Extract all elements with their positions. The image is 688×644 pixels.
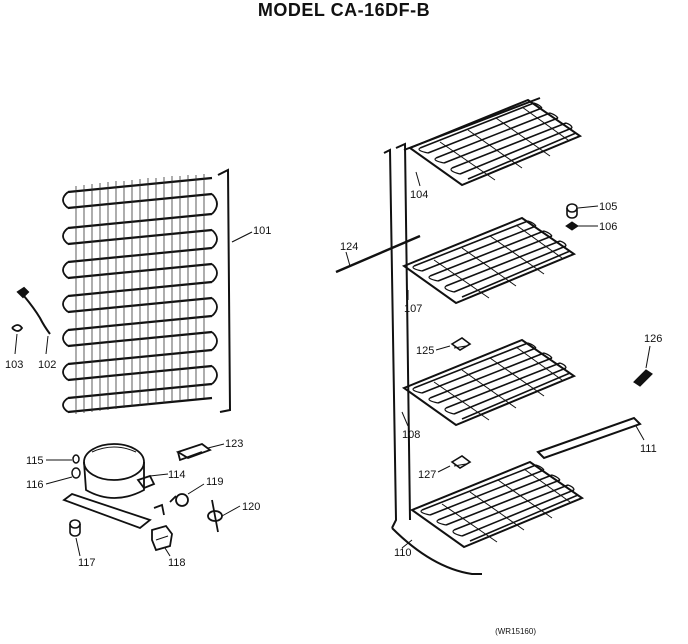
callout-101: 101 xyxy=(253,225,271,237)
evaporator-frame xyxy=(383,97,541,575)
grommet-115 xyxy=(72,454,80,464)
callout-119: 119 xyxy=(206,476,224,488)
mount-117 xyxy=(69,519,81,537)
callout-116: 116 xyxy=(26,479,44,491)
overload-119 xyxy=(169,493,189,507)
callout-104: 104 xyxy=(410,189,428,201)
clip-120 xyxy=(207,499,223,533)
callout-120: 120 xyxy=(242,501,260,513)
callout-111: 111 xyxy=(640,443,657,455)
shelf-110 xyxy=(411,461,583,548)
callout-124: 124 xyxy=(340,241,358,253)
callout-103: 103 xyxy=(5,359,23,371)
cord-clip xyxy=(11,324,24,332)
callout-117: 117 xyxy=(78,557,96,569)
callout-123: 123 xyxy=(225,438,243,450)
callout-108: 108 xyxy=(402,429,420,441)
callout-115: 115 xyxy=(26,455,44,467)
page-title: MODEL CA-16DF-B xyxy=(257,0,431,20)
shelf-104 xyxy=(409,99,581,186)
power-cord xyxy=(16,286,51,335)
trim-111 xyxy=(536,416,642,460)
callout-110: 110 xyxy=(394,547,412,559)
callout-127: 127 xyxy=(418,469,436,481)
cap-106 xyxy=(565,221,579,231)
bracket-126 xyxy=(633,369,653,387)
relay-118 xyxy=(151,503,173,552)
callout-102: 102 xyxy=(38,359,56,371)
drawing-code: (WR15160) xyxy=(495,627,536,636)
compressor xyxy=(62,443,156,530)
callout-126: 126 xyxy=(644,333,662,345)
grommet-116 xyxy=(71,467,81,479)
clip-125 xyxy=(450,337,472,351)
callout-125: 125 xyxy=(416,345,434,357)
callout-107: 107 xyxy=(404,303,422,315)
callout-106: 106 xyxy=(599,221,617,233)
shelf-107 xyxy=(403,217,575,304)
clip-127 xyxy=(450,455,472,469)
callout-105: 105 xyxy=(599,201,617,213)
callout-118: 118 xyxy=(168,557,186,569)
callout-114: 114 xyxy=(168,469,186,481)
cover-123 xyxy=(175,442,212,462)
condenser-coil xyxy=(62,168,232,414)
cap-105 xyxy=(566,203,578,219)
